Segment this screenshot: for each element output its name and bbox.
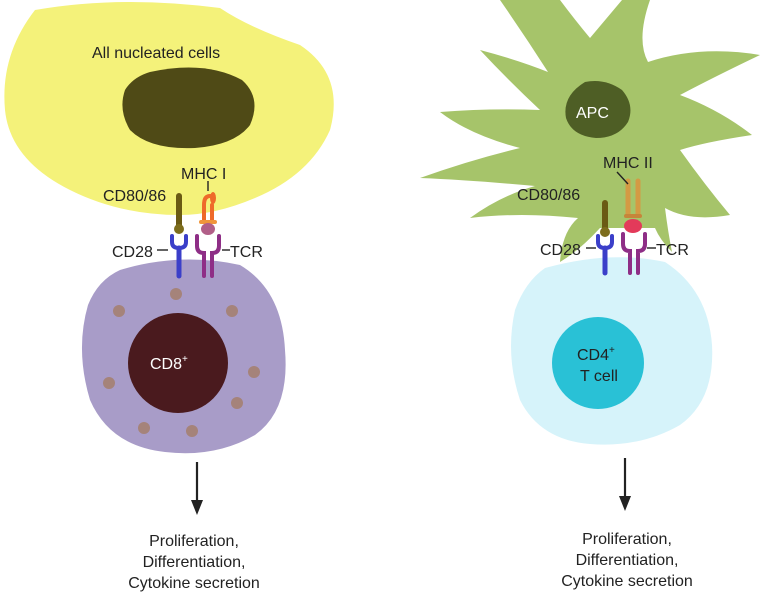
- left-panel: All nucleated cells CD8+: [4, 1, 334, 592]
- granule: [113, 305, 125, 317]
- cd28-label-left: CD28: [112, 244, 153, 261]
- outcome-line-right: Proliferation,: [582, 531, 672, 548]
- apc-nucleus: [565, 81, 631, 138]
- cd80-86-ligand: [174, 193, 184, 234]
- granule: [226, 305, 238, 317]
- tcr-label-right: TCR: [656, 242, 689, 259]
- outcome-line-left: Differentiation,: [143, 554, 246, 571]
- cd28-label-right: CD28: [540, 242, 581, 259]
- granule: [186, 425, 198, 437]
- tcr-label-left: TCR: [230, 244, 263, 261]
- cd8-label: CD8+: [150, 354, 188, 373]
- outcome-line-left: Cytokine secretion: [128, 575, 260, 592]
- cd8-nucleus: [128, 313, 228, 413]
- outcome-line-right: Cytokine secretion: [561, 573, 693, 590]
- granule: [103, 377, 115, 389]
- apc-label: APC: [576, 105, 609, 122]
- cd80-86-ligand-right: [600, 200, 610, 237]
- cd4-nucleus: [552, 317, 644, 409]
- mhc-ii-leader: [616, 171, 629, 185]
- right-panel: APC CD4+ T cell MHC: [420, 0, 760, 590]
- mhc-ii-molecule: [624, 178, 642, 233]
- tcr-receptor-right: [621, 232, 647, 275]
- mhc-i-molecule: [199, 192, 217, 235]
- cd80-86-label-right: CD80/86: [517, 187, 580, 204]
- outcome-line-left: Proliferation,: [149, 533, 239, 550]
- mhc-ii-peptide: [624, 219, 642, 233]
- left-arrow: [191, 462, 203, 515]
- right-arrow: [619, 458, 631, 511]
- granule: [231, 397, 243, 409]
- cd28-receptor: [170, 234, 188, 279]
- cd28-receptor-right: [596, 234, 614, 276]
- cd80-86-label-left: CD80/86: [103, 188, 166, 205]
- outcome-line-right: Differentiation,: [576, 552, 679, 569]
- granule: [248, 366, 260, 378]
- tcr-receptor: [195, 234, 221, 278]
- nucleated-cell-label: All nucleated cells: [92, 45, 220, 62]
- mhc-i-peptide: [201, 223, 215, 235]
- cd4-label: CD4+: [577, 345, 615, 364]
- cd4-label-line2: T cell: [580, 368, 618, 385]
- cd8-granules: [103, 288, 260, 437]
- granule: [138, 422, 150, 434]
- granule: [170, 288, 182, 300]
- mhc-i-label: MHC I: [181, 166, 226, 183]
- mhc-ii-label: MHC II: [603, 155, 653, 172]
- nucleated-cell-nucleus: [122, 67, 255, 149]
